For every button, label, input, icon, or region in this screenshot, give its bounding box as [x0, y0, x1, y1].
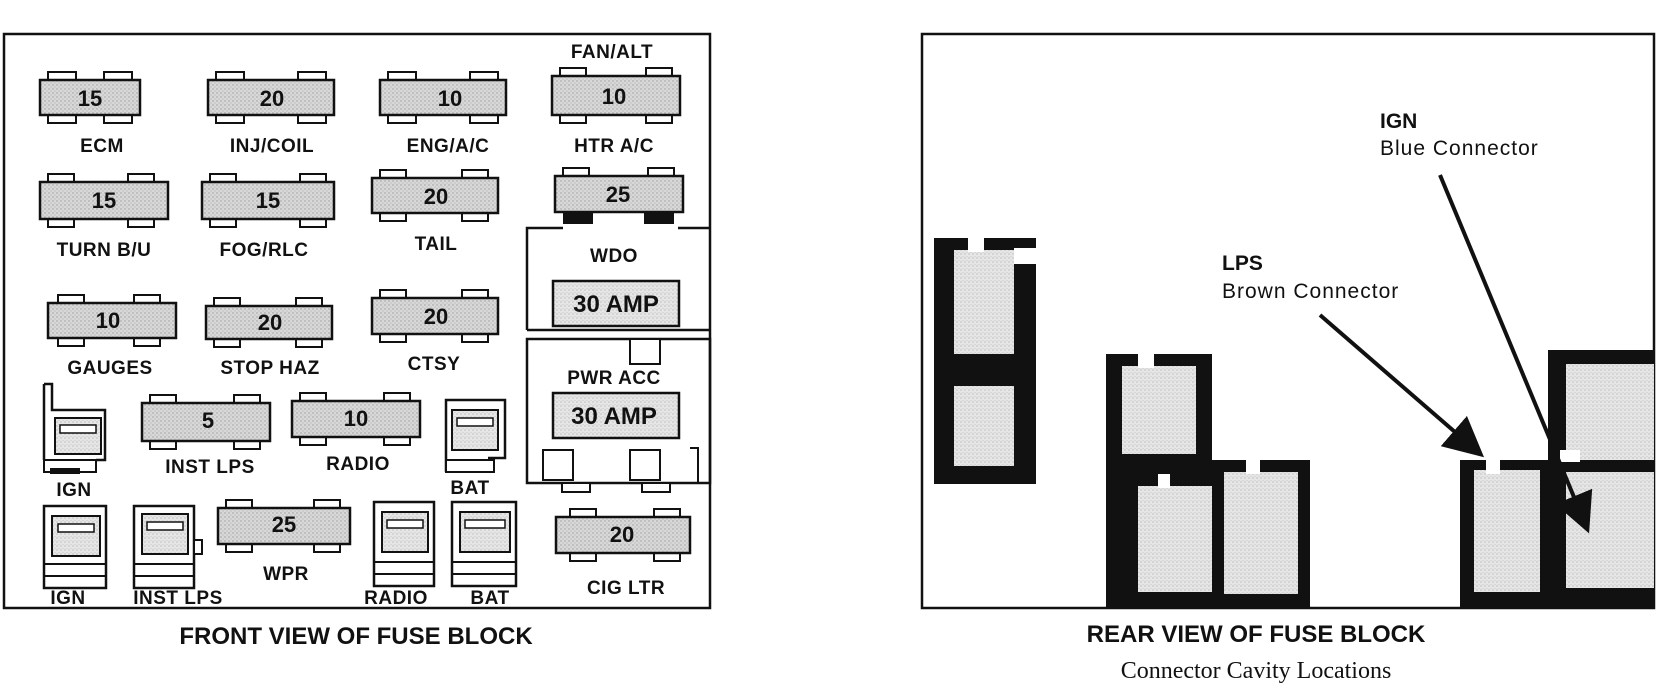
- lps-connector-name: LPS: [1222, 252, 1263, 275]
- fuse-radio-label: RADIO: [326, 454, 390, 475]
- fuse-eng-ac-label: ENG/A/C: [407, 136, 490, 157]
- fuse-ctsy-label: CTSY: [408, 354, 461, 375]
- fuse-inst-lps[interactable]: 5: [140, 394, 272, 450]
- fuse-radio-value: 10: [344, 406, 368, 431]
- fuse-turn-bu-value: 15: [92, 188, 116, 213]
- connector-bat-lower[interactable]: [450, 500, 518, 588]
- connector-radio-lower-label: RADIO: [364, 588, 428, 609]
- connector-ign-upper[interactable]: [42, 382, 107, 474]
- ign-arrow: [1438, 174, 1593, 534]
- front-view: 15 ECM 20 INJ/COIL 10 ENG/A/C FAN/ALT: [2, 32, 712, 650]
- fuse-wdo-small[interactable]: 25: [553, 167, 685, 224]
- connector-bat-upper[interactable]: [444, 398, 507, 473]
- connector-ign-lower-label: IGN: [50, 588, 85, 609]
- fuse-inst-lps-label: INST LPS: [165, 457, 255, 478]
- connector-bat-upper-label: BAT: [450, 478, 489, 499]
- breaker-pwr-acc-value: 30 AMP: [571, 403, 657, 430]
- front-panel-frame: [2, 32, 712, 610]
- fuse-ecm-value: 15: [78, 86, 102, 111]
- fuse-htr-ac-top-label: FAN/ALT: [571, 42, 653, 63]
- fuse-fog-rlc[interactable]: 15: [200, 173, 336, 228]
- breaker-pwr-acc-label: PWR ACC: [567, 368, 661, 389]
- fuse-tail-label: TAIL: [415, 234, 458, 255]
- fuse-gauges-label: GAUGES: [67, 358, 152, 379]
- fuse-ecm-label: ECM: [80, 136, 124, 157]
- fuse-cig-ltr-label: CIG LTR: [587, 578, 665, 599]
- fuse-cig-ltr[interactable]: 20: [554, 508, 692, 562]
- breaker-wdo-label: WDO: [590, 246, 638, 267]
- fuse-radio[interactable]: 10: [290, 392, 422, 446]
- connector-inst-lps-lower[interactable]: [132, 504, 203, 590]
- fuse-wpr[interactable]: 25: [216, 499, 352, 553]
- fuse-wpr-label: WPR: [263, 564, 309, 585]
- fuse-htr-ac[interactable]: 10: [550, 67, 682, 124]
- fuse-stop-haz-label: STOP HAZ: [220, 358, 319, 379]
- fuse-inj-coil[interactable]: 20: [206, 71, 336, 124]
- fuse-stop-haz-value: 20: [258, 310, 282, 335]
- fuse-htr-ac-label: HTR A/C: [574, 136, 654, 157]
- fuse-inj-coil-label: INJ/COIL: [230, 136, 314, 157]
- fuse-cig-ltr-value: 20: [610, 522, 634, 547]
- fuse-fog-rlc-label: FOG/RLC: [220, 240, 309, 261]
- fuse-inst-lps-value: 5: [202, 408, 214, 433]
- cavity-block-left: [934, 238, 1036, 484]
- cavity-block-right: [1460, 350, 1654, 608]
- breaker-wdo-value: 30 AMP: [573, 291, 659, 318]
- ign-connector-name: IGN: [1380, 110, 1417, 133]
- connector-inst-lps-lower-label: INST LPS: [133, 588, 223, 609]
- breaker-pwr-acc-box: [525, 337, 712, 493]
- connector-ign-upper-label: IGN: [56, 480, 91, 501]
- fuse-eng-ac[interactable]: 10: [378, 71, 508, 124]
- front-view-caption: FRONT VIEW OF FUSE BLOCK: [179, 623, 533, 650]
- fuse-gauges[interactable]: 10: [46, 294, 178, 347]
- rear-view-caption: REAR VIEW OF FUSE BLOCK: [1087, 621, 1426, 648]
- rear-view: IGN Blue Connector LPS Brown Connector R…: [920, 32, 1656, 684]
- ign-connector-desc: Blue Connector: [1380, 137, 1539, 160]
- breaker-wdo[interactable]: 30 AMP: [551, 279, 681, 328]
- fuse-inj-coil-value: 20: [260, 86, 284, 111]
- fuse-ctsy[interactable]: 20: [370, 289, 500, 343]
- breaker-wdo-box: [525, 226, 710, 332]
- lps-arrow: [1318, 313, 1485, 458]
- rear-view-subcaption: Connector Cavity Locations: [1121, 658, 1392, 684]
- fuse-ctsy-value: 20: [424, 304, 448, 329]
- cavity-block-center-left: [1106, 354, 1310, 608]
- fuse-wdo-small-value: 25: [606, 182, 630, 207]
- fuse-turn-bu-label: TURN B/U: [57, 240, 152, 261]
- fuse-fog-rlc-value: 15: [256, 188, 280, 213]
- fuse-htr-ac-value: 10: [602, 84, 626, 109]
- breaker-pwr-acc[interactable]: 30 AMP: [551, 391, 681, 440]
- fuse-gauges-value: 10: [96, 308, 120, 333]
- fuse-eng-ac-value: 10: [438, 86, 462, 111]
- lps-connector-desc: Brown Connector: [1222, 280, 1399, 303]
- fuse-tail[interactable]: 20: [370, 169, 500, 222]
- fuse-tail-value: 20: [424, 184, 448, 209]
- connector-bat-lower-label: BAT: [470, 588, 509, 609]
- fuse-turn-bu[interactable]: 15: [38, 173, 170, 228]
- fuse-stop-haz[interactable]: 20: [204, 297, 334, 348]
- fuse-wpr-value: 25: [272, 512, 296, 537]
- connector-radio-lower[interactable]: [372, 500, 436, 588]
- fuse-ecm[interactable]: 15: [38, 71, 142, 124]
- connector-ign-lower[interactable]: [42, 504, 108, 590]
